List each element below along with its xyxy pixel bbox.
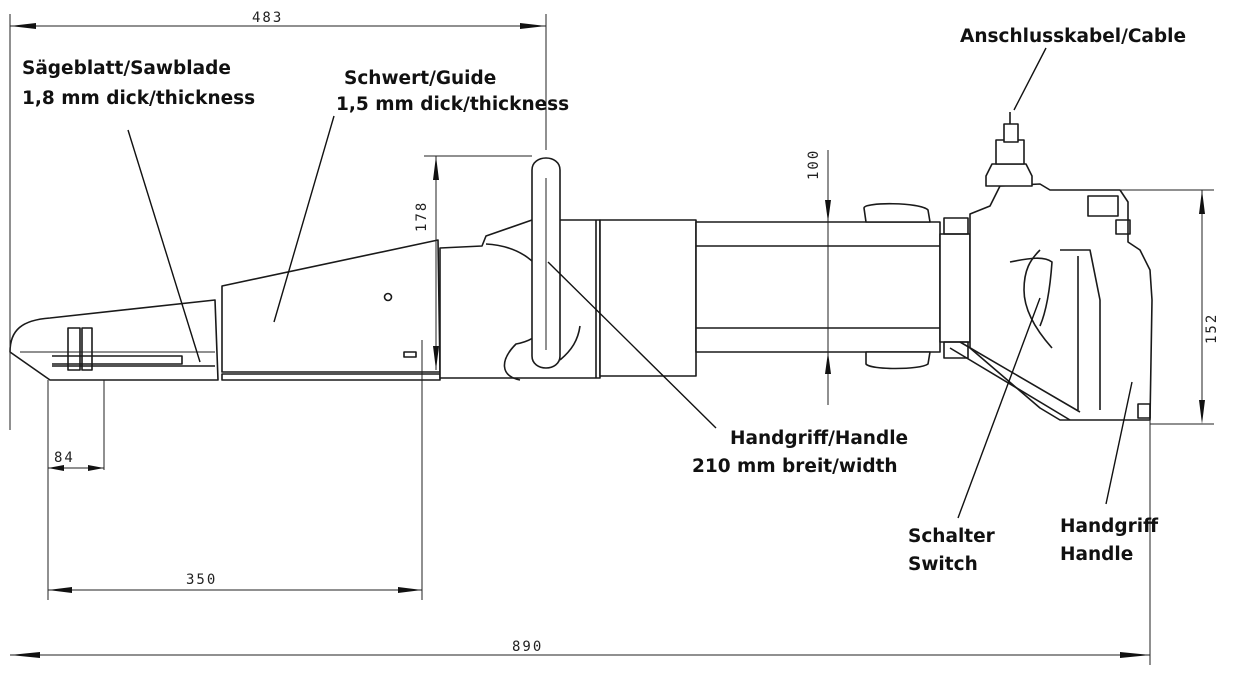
front-handle-width-label: 210 mm breit/width: [692, 456, 898, 477]
rear-handle-label: Handgriff: [1060, 516, 1159, 537]
dim-152: 152: [1204, 313, 1220, 344]
cable-label: Anschlusskabel/Cable: [960, 26, 1186, 47]
front-handle-label: Handgriff/Handle: [730, 428, 908, 449]
saw-body-outline: [9, 112, 1153, 421]
guide-label: Schwert/Guide: [344, 68, 496, 89]
sawblade-label: Sägeblatt/Sawblade: [22, 58, 231, 79]
switch-label: Schalter: [908, 526, 996, 547]
dim-100: 100: [806, 149, 822, 180]
rear-handle-label-en: Handle: [1060, 544, 1133, 565]
dim-350: 350: [186, 572, 217, 588]
sawblade-thickness-label: 1,8 mm dick/thickness: [22, 88, 255, 109]
switch-label-en: Switch: [908, 554, 978, 575]
dim-178: 178: [414, 201, 430, 232]
dim-84: 84: [54, 450, 75, 466]
dim-890: 890: [512, 639, 543, 655]
dimension-lines: [9, 14, 1214, 665]
guide-thickness-label: 1,5 mm dick/thickness: [336, 94, 569, 115]
dim-483: 483: [252, 10, 283, 26]
leader-lines: [127, 47, 1133, 519]
